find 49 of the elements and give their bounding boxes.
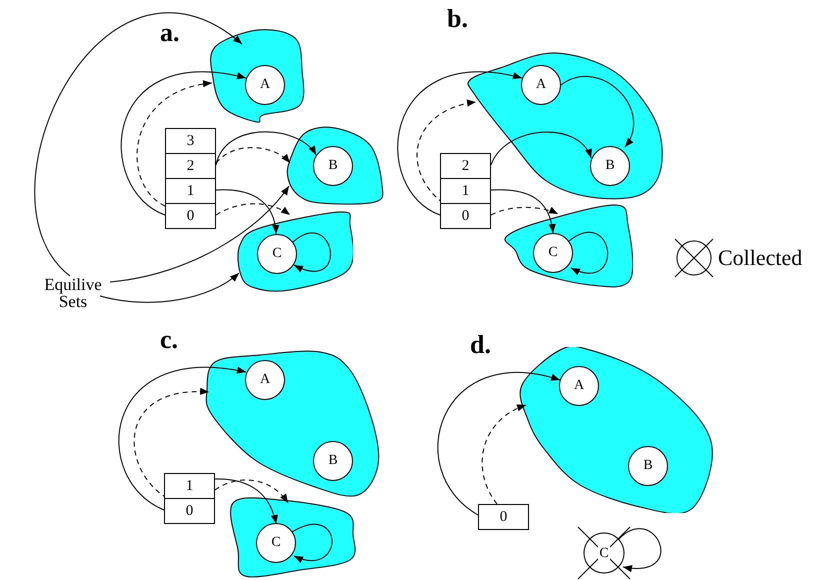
panel-label: a. <box>160 20 180 46</box>
set-region <box>230 497 356 579</box>
self-loop-arrow <box>618 528 662 572</box>
stack-cell: 1 <box>440 178 491 204</box>
stack-cell: 1 <box>165 178 216 204</box>
arrow <box>214 478 278 524</box>
panel-label: b. <box>447 6 468 32</box>
self-loop-arrow <box>292 232 331 272</box>
panel-label: d. <box>470 332 491 358</box>
legend-text: Collected <box>718 245 802 271</box>
dashed-arrow <box>216 203 290 216</box>
set-region <box>210 27 305 125</box>
set-region <box>285 125 385 206</box>
arrow <box>118 366 246 510</box>
dashed-arrow <box>490 206 558 216</box>
set-region <box>467 50 664 200</box>
dashed-arrow <box>482 404 526 504</box>
dashed-arrow <box>134 388 210 498</box>
arrow <box>120 72 246 216</box>
arrow <box>216 131 316 166</box>
arrow <box>437 372 560 516</box>
arrow <box>216 189 279 234</box>
stack-cell: 0 <box>478 504 529 530</box>
arrow <box>490 189 556 234</box>
dashed-arrow <box>416 100 476 204</box>
stack-cell: 2 <box>165 153 216 179</box>
annotation-text: Equilive Sets <box>38 276 108 310</box>
self-loop-arrow <box>568 232 608 274</box>
stack-cell: 0 <box>164 498 215 524</box>
stack-cell: 0 <box>440 203 491 229</box>
stack-cell: 1 <box>164 473 215 499</box>
dashed-arrow <box>216 147 290 164</box>
stack-cell: 2 <box>440 153 491 179</box>
arrow <box>100 272 240 303</box>
self-loop-arrow <box>292 524 332 562</box>
set-region <box>503 202 633 288</box>
stack-cell: 0 <box>165 203 216 229</box>
stack-cell: 3 <box>165 128 216 154</box>
arrow <box>397 72 522 216</box>
panel-label: c. <box>160 327 178 353</box>
set-region <box>237 209 353 293</box>
dashed-arrow <box>214 480 288 504</box>
dashed-arrow <box>136 81 212 206</box>
set-region <box>204 349 381 498</box>
arrow <box>34 12 242 276</box>
arrow <box>560 76 634 148</box>
arrow <box>490 132 592 166</box>
set-region <box>519 347 715 513</box>
arrow <box>110 186 290 282</box>
